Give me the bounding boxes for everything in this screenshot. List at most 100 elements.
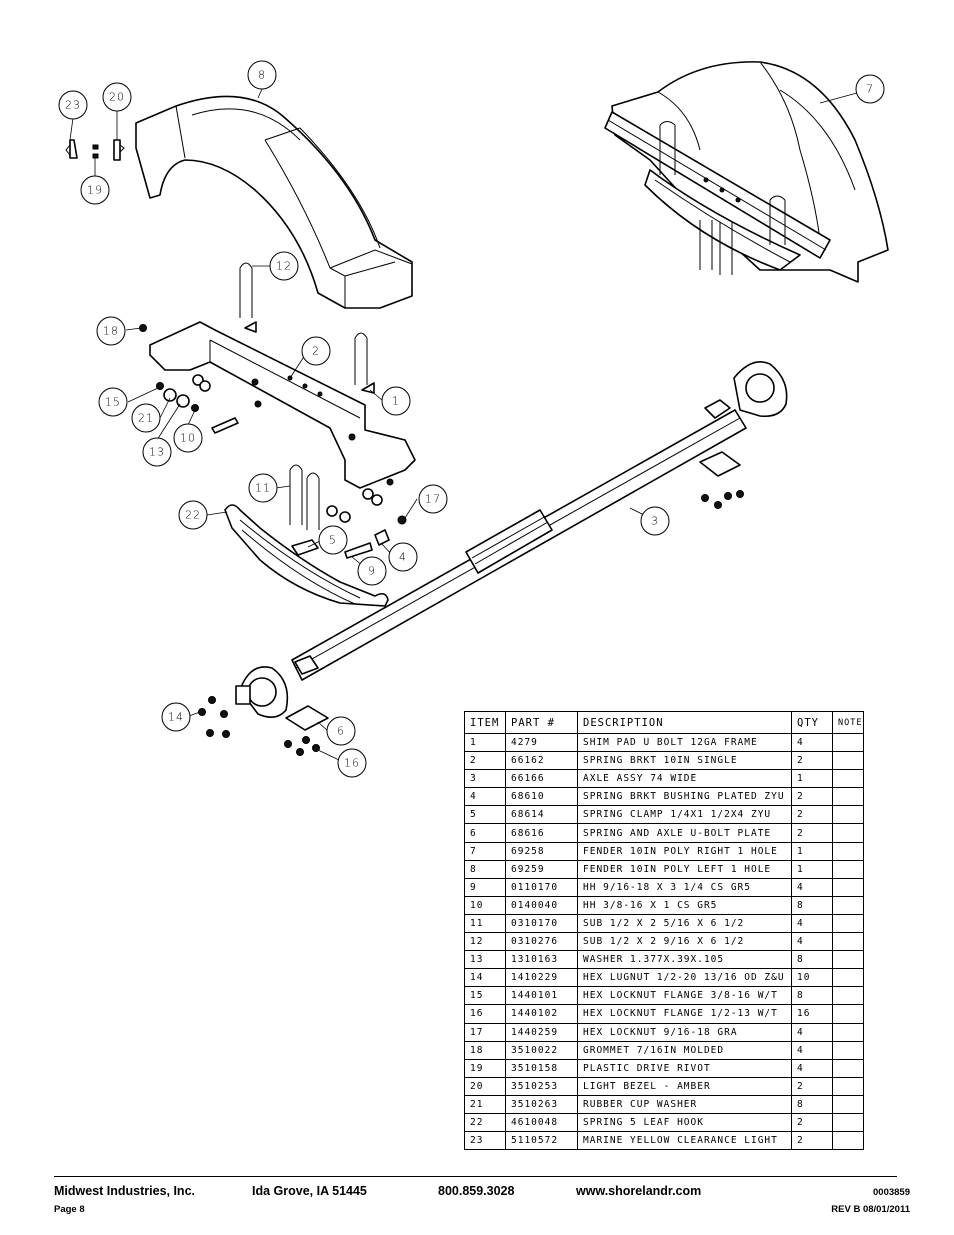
cell-item: 7 [464,841,506,861]
cell-note [832,751,864,771]
callout-4: 4 [388,542,418,572]
cell-description: SPRING AND AXLE U-BOLT PLATE [577,823,792,843]
cell-note [832,1112,864,1133]
cell-qty: 1 [791,769,833,789]
cell-note [832,932,864,952]
cell-note [832,823,864,843]
right-fender-assembly-drawing [604,61,889,283]
cell-qty: 4 [791,932,833,952]
cell-description: HEX LUGNUT 1/2-20 13/16 OD Z&U [577,968,792,988]
cell-note [832,1131,864,1151]
cell-description: HEX LOCKNUT 9/16-18 GRA [577,1022,792,1042]
cell-part-number: 0310170 [505,913,578,934]
cell-qty: 4 [791,1058,833,1078]
footer-doc-number: 0003859 [873,1187,910,1198]
cell-qty: 4 [791,1040,833,1060]
cell-part-number: 4610048 [505,1112,578,1133]
cell-note [832,877,864,897]
cell-qty: 8 [791,950,833,970]
cell-part-number: 68610 [505,787,578,807]
header-description: DESCRIPTION [577,711,792,734]
callout-7: 7 [855,74,885,104]
left-fender-drawing [135,95,413,309]
cell-description: HH 3/8-16 X 1 CS GR5 [577,895,792,915]
svg-text:10: 10 [180,432,196,445]
cell-qty: 8 [791,1094,833,1114]
table-header-row: ITEM PART # DESCRIPTION QTY NOTE [464,711,864,734]
cell-part-number: 5110572 [505,1131,578,1151]
cell-note [832,769,864,789]
footer-phone: 800.859.3028 [438,1184,515,1198]
header-item: ITEM [464,711,506,734]
svg-text:17: 17 [425,493,441,506]
cell-item: 13 [464,950,506,970]
svg-text:23: 23 [65,99,81,112]
cell-item: 10 [464,895,506,915]
cell-item: 20 [464,1076,506,1096]
cell-part-number: 1310163 [505,950,578,970]
cell-description: SPRING CLAMP 1/4X1 1/2X4 ZYU [577,805,792,825]
cell-qty: 8 [791,895,833,915]
footer-website[interactable]: www.shorelandr.com [576,1184,702,1198]
cell-part-number: 3510253 [505,1076,578,1096]
cell-qty: 1 [791,841,833,861]
svg-text:2: 2 [312,345,320,358]
cell-part-number: 1440259 [505,1022,578,1042]
cell-part-number: 66162 [505,751,578,771]
cell-description: FENDER 10IN POLY LEFT 1 HOLE [577,859,792,879]
cell-item: 16 [464,1004,506,1024]
svg-text:19: 19 [87,184,103,197]
cell-part-number: 69259 [505,859,578,879]
cell-part-number: 3510263 [505,1094,578,1114]
callout-18: 18 [96,316,126,346]
callout-11: 11 [248,473,278,503]
footer-divider [54,1176,897,1177]
callout-8: 8 [247,60,277,90]
svg-text:9: 9 [368,565,376,578]
footer-company: Midwest Industries, Inc. [54,1184,195,1198]
cell-item: 15 [464,986,506,1006]
cell-part-number: 4279 [505,732,578,753]
cell-note [832,787,864,807]
callout-3: 3 [640,506,670,536]
cell-description: MARINE YELLOW CLEARANCE LIGHT [577,1131,792,1151]
cell-item: 6 [464,823,506,843]
cell-description: SPRING 5 LEAF HOOK [577,1112,792,1133]
cell-note [832,1004,864,1024]
cell-qty: 2 [791,805,833,825]
svg-text:6: 6 [337,725,345,738]
cell-part-number: 0140040 [505,895,578,915]
cell-note [832,1022,864,1042]
svg-text:5: 5 [329,534,337,547]
cell-item: 23 [464,1131,506,1151]
cell-description: FENDER 10IN POLY RIGHT 1 HOLE [577,841,792,861]
cell-description: AXLE ASSY 74 WIDE [577,769,792,789]
cell-part-number: 1410229 [505,968,578,988]
cell-qty: 8 [791,986,833,1006]
svg-text:18: 18 [103,325,119,338]
cell-item: 14 [464,968,506,988]
cell-description: HEX LOCKNUT FLANGE 1/2-13 W/T [577,1004,792,1024]
footer-city: Ida Grove, IA 51445 [252,1184,367,1198]
svg-text:4: 4 [399,551,407,564]
cell-qty: 4 [791,877,833,897]
cell-part-number: 0310276 [505,932,578,952]
callout-9: 9 [357,556,387,586]
cell-description: SPRING BRKT BUSHING PLATED ZYU [577,787,792,807]
axle-assembly-drawing [198,361,788,756]
